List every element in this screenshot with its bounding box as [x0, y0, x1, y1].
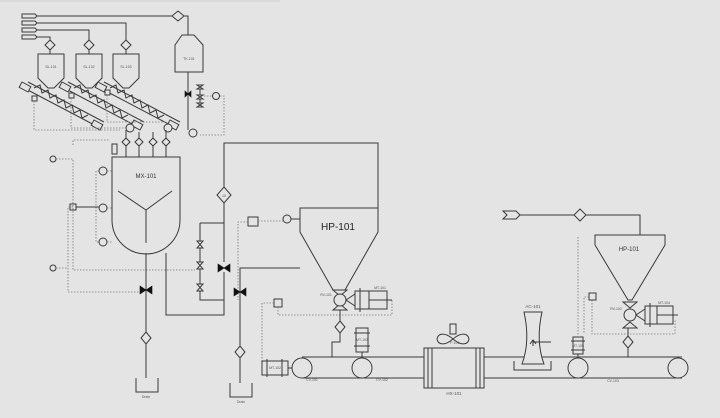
silo-sl-103[interactable]: SL-103: [112, 39, 140, 89]
fan-label: F-101: [450, 341, 459, 345]
tank-label: TK-101: [183, 57, 195, 61]
ac-label: AC-101: [525, 304, 541, 309]
drain-label: Drain: [237, 400, 245, 404]
hx-label: HX-101: [446, 391, 462, 396]
rv-label: RV-102: [610, 307, 622, 311]
valve-icon: [233, 287, 247, 297]
air-cooler-ac-101[interactable]: AC-101: [513, 304, 552, 371]
arrow-tag: [501, 210, 521, 220]
valve-icon: [139, 285, 153, 295]
valve-icon: [184, 90, 192, 98]
tank-tk-101[interactable]: TK-101: [174, 34, 225, 138]
inlet-tags: [21, 13, 189, 42]
silo-label: SL-101: [45, 65, 56, 69]
screw-conveyors[interactable]: [18, 81, 181, 133]
fan-f-101[interactable]: F-101: [436, 323, 470, 345]
conveyor-label: CV-102: [376, 378, 388, 382]
instrument-diamond[interactable]: [171, 10, 185, 22]
drain-label: Drain: [142, 395, 150, 399]
hopper-hp-101-right[interactable]: HP-101 RV-102 MT-104 MT-105: [501, 208, 678, 358]
motor-label: MT-103: [356, 338, 368, 342]
pump-icon: [188, 128, 198, 138]
mixer-mx-101[interactable]: MX-101: [49, 130, 195, 293]
hopper-label: HP-101: [619, 247, 640, 253]
rotary-valve-icon: [333, 293, 347, 307]
hopper-hp-101[interactable]: HP-101 RV-101 MT-101: [261, 207, 393, 368]
silo-label: SL-103: [120, 65, 131, 69]
rotary-valve-icon: [623, 308, 637, 322]
motor-label: MT-104: [658, 301, 670, 305]
conveyor-label: CV-103: [607, 379, 619, 383]
instrument-diamond: [216, 186, 232, 204]
mixer-label: MX-101: [135, 174, 157, 180]
conveyor-label: CV-101: [306, 378, 318, 382]
hopper-label: HP-101: [321, 222, 355, 233]
hopper-drain-line: Drain: [229, 267, 300, 404]
instrument-tag: 10: [222, 194, 226, 198]
heat-exchanger-hx-101[interactable]: HX-101: [423, 347, 485, 396]
motor-label: MT-101: [374, 286, 386, 290]
silo-sl-102[interactable]: SL-102: [75, 39, 103, 89]
mixer-drain-line: Drain: [135, 253, 159, 399]
transfer-line: 10: [165, 142, 379, 316]
valve-icon: [217, 263, 231, 273]
motor-label: MT-105: [572, 344, 584, 348]
motor-label: MT-102: [269, 366, 281, 370]
rv-label: RV-101: [320, 293, 332, 297]
belt-conveyor[interactable]: CV-101 CV-102 CV-103 MT-102 MT-103: [261, 327, 689, 383]
silo-sl-101[interactable]: SL-101: [37, 39, 65, 89]
silo-label: SL-102: [83, 65, 94, 69]
